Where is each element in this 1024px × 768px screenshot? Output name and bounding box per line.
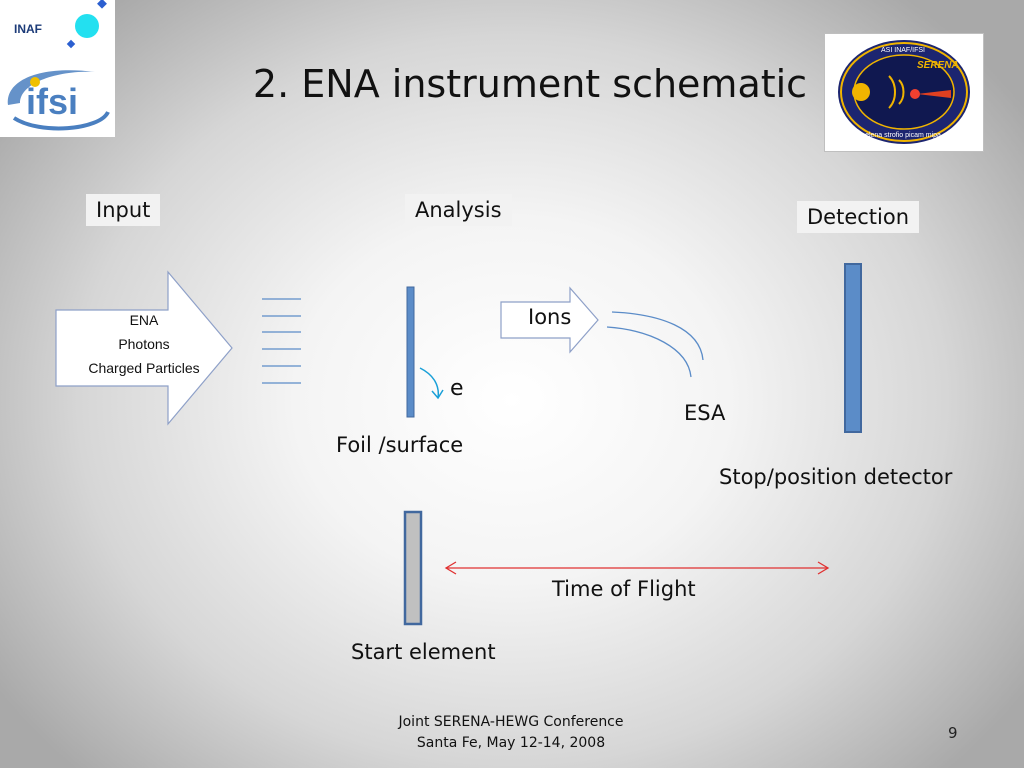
section-label-input: Input — [86, 194, 161, 226]
stop-detector-element — [844, 263, 862, 433]
start-element — [403, 510, 423, 626]
page-number: 9 — [948, 724, 958, 742]
swoosh-icon — [12, 110, 110, 131]
ions-arrow — [500, 286, 599, 354]
cyan-circle-icon — [75, 14, 99, 38]
esa-curve-inner — [606, 326, 692, 378]
comet-tail-icon — [917, 90, 951, 98]
ifsi-text: ifsi — [26, 81, 78, 122]
inaf-text: INAF — [14, 22, 42, 36]
wave-icon — [898, 79, 905, 105]
slide-title: 2. ENA instrument schematic — [252, 62, 808, 106]
serena-text: SERENA — [917, 60, 959, 71]
footer-line-1: Joint SERENA-HEWG Conference — [398, 714, 624, 730]
ions-label: Ions — [528, 305, 572, 329]
electron-arrowhead-icon — [431, 389, 444, 400]
wave-icon — [888, 75, 896, 109]
electron-label: e — [450, 376, 464, 401]
input-arrow — [55, 270, 233, 426]
esa-label: ESA — [684, 401, 726, 425]
serena-logo: ASI INAF/IFSI SERENA elena strofio picam… — [824, 33, 984, 152]
section-label-detection: Detection — [797, 201, 920, 233]
tof-arrowhead-right-icon — [817, 561, 830, 575]
section-label-analysis: Analysis — [405, 194, 512, 226]
esa-curve-outer — [611, 311, 704, 361]
time-of-flight-label: Time of Flight — [552, 577, 696, 601]
inaf-ifsi-logo: INAF ifsi — [0, 0, 115, 137]
incoming-lines — [262, 298, 301, 384]
footer: Joint SERENA-HEWG Conference Santa Fe, M… — [380, 712, 642, 754]
input-item-charged-particles: Charged Particles — [88, 360, 200, 376]
input-item-ena: ENA — [129, 312, 159, 328]
electron-arrow — [419, 367, 440, 399]
serena-ring-icon — [840, 42, 968, 142]
inaf-ifsi-logo-graphic: INAF ifsi — [7, 0, 110, 131]
serena-logo-graphic: ASI INAF/IFSI SERENA elena strofio picam… — [838, 40, 970, 144]
start-element-label: Start element — [351, 640, 496, 664]
input-item-photons: Photons — [118, 336, 170, 352]
foil-label: Foil /surface — [336, 433, 464, 457]
serena-ring-bottom-text: elena strofio picam mipa — [865, 132, 941, 139]
foil-element — [406, 286, 415, 418]
sun-icon — [852, 83, 870, 101]
dot-icon — [30, 77, 40, 87]
footer-line-2: Santa Fe, May 12-14, 2008 — [416, 735, 606, 751]
swoosh-icon — [7, 70, 96, 105]
planet-icon — [910, 89, 920, 99]
tof-arrowhead-left-icon — [444, 561, 457, 575]
stop-detector-label: Stop/position detector — [719, 465, 953, 489]
input-arrow-labels: ENA Photons Charged Particles — [74, 308, 214, 380]
diamond-icon — [66, 39, 76, 49]
serena-ring-top-text: ASI INAF/IFSI — [881, 47, 925, 54]
